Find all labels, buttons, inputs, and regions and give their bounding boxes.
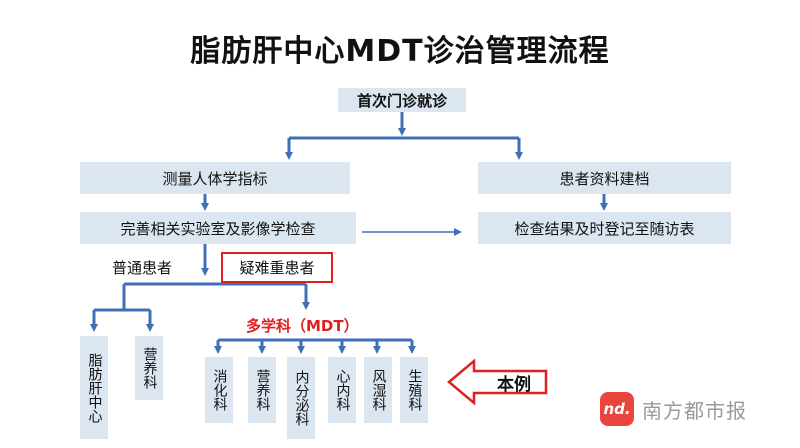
node-register: 检查结果及时登记至随访表 — [478, 212, 731, 244]
node-archive: 患者资料建档 — [478, 162, 731, 194]
node-nutrition-left: 营养科 — [135, 336, 163, 400]
node-dept-endocrine: 内分泌科 — [287, 357, 315, 439]
node-measure: 测量人体学指标 — [80, 162, 350, 194]
node-fatty-liver-center: 脂肪肝中心 — [80, 336, 108, 439]
watermark: nd. 南方都市报 — [600, 392, 747, 426]
node-severe-patient: 疑难重患者 — [221, 252, 333, 283]
case-label: 本例 — [497, 375, 531, 395]
node-first-visit: 首次门诊就诊 — [338, 88, 466, 112]
case-arrow-icon — [447, 358, 548, 406]
node-dept-rheumatology: 风湿科 — [364, 357, 392, 423]
node-dept-cardiology: 心内科 — [328, 357, 356, 423]
watermark-text: 南方都市报 — [642, 398, 747, 423]
label-normal-patient: 普通患者 — [112, 259, 173, 277]
node-dept-reproductive: 生殖科 — [400, 357, 428, 423]
node-dept-nutrition: 营养科 — [248, 357, 276, 423]
page-title: 脂肪肝中心MDT诊治管理流程 — [190, 34, 610, 69]
node-dept-digestive: 消化科 — [205, 357, 233, 423]
watermark-logo-icon: nd. — [600, 392, 634, 426]
node-lab-imaging: 完善相关实验室及影像学检查 — [80, 212, 356, 244]
label-mdt: 多学科（MDT） — [246, 317, 359, 335]
